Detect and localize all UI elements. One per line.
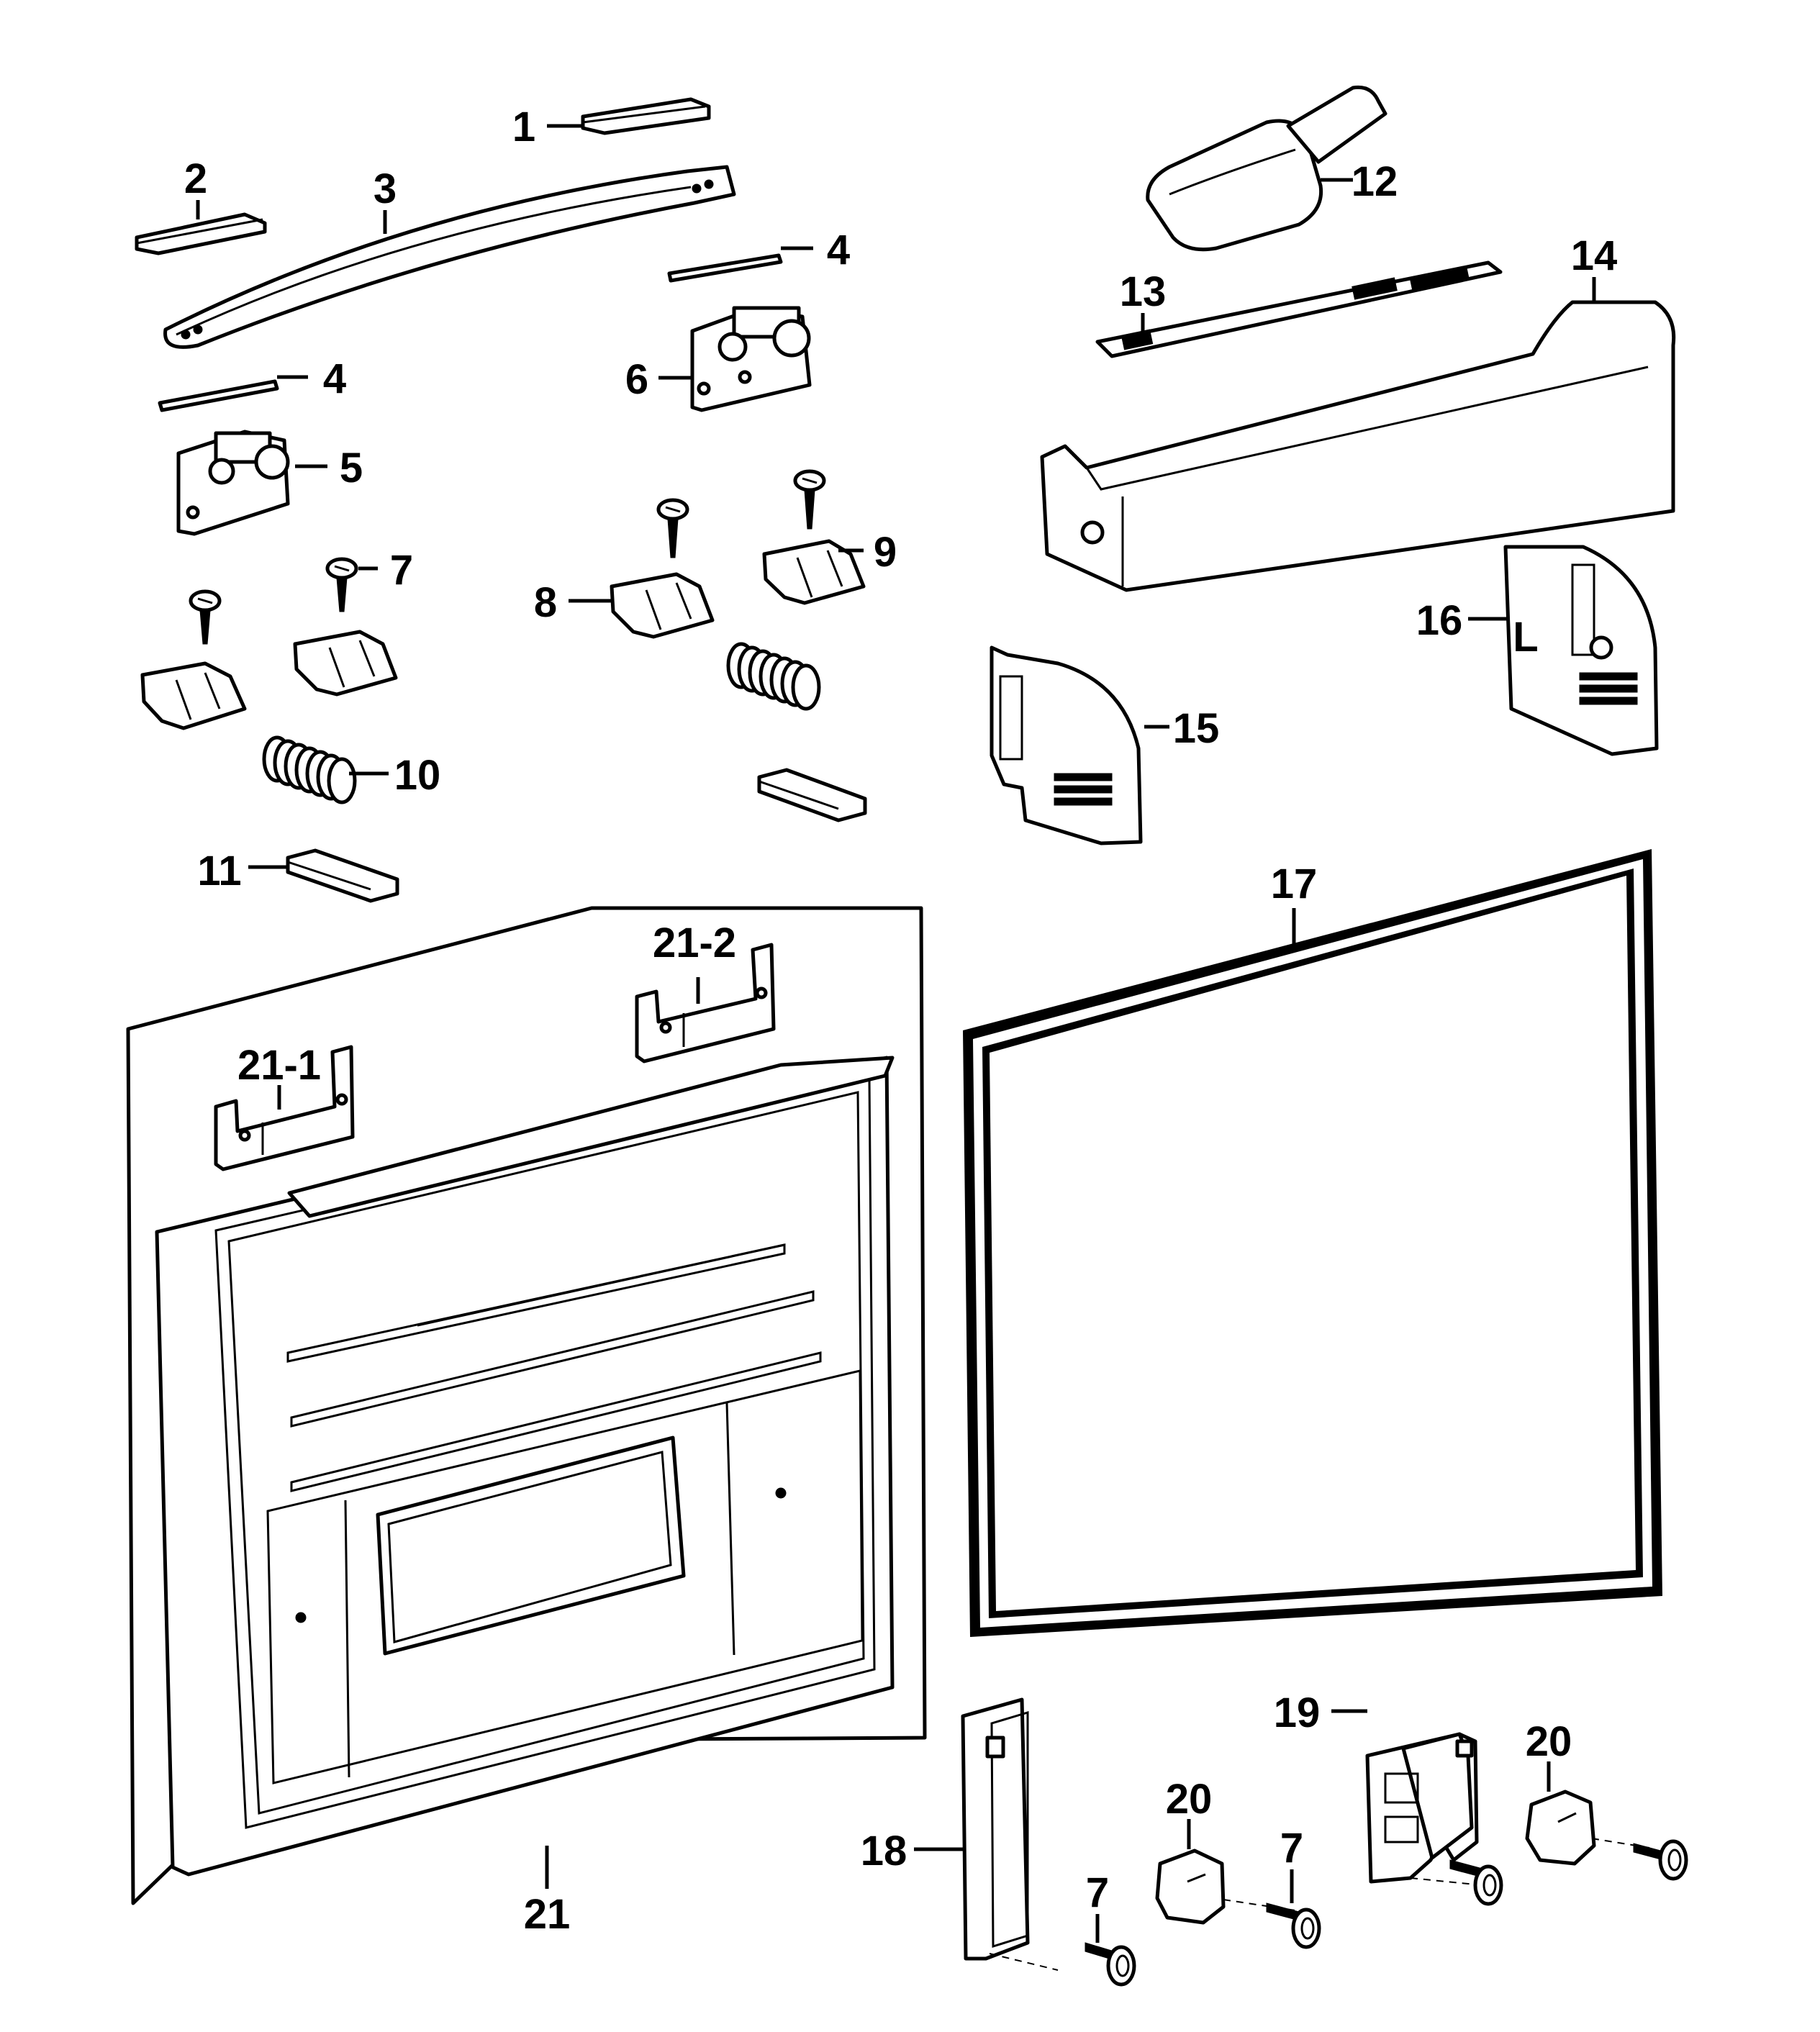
callout-7-lower-left: 7 — [1086, 1869, 1109, 1916]
letter-l-marking: L — [1513, 614, 1538, 661]
part-3-handle — [163, 165, 736, 349]
spring-icon — [726, 642, 821, 711]
callout-18: 18 — [861, 1828, 907, 1874]
callout-17: 17 — [1271, 861, 1318, 907]
bracket-left-upper — [293, 630, 398, 697]
callout-12: 12 — [1352, 158, 1398, 205]
pad-icon — [757, 768, 867, 822]
callout-16: 16 — [1416, 597, 1463, 644]
part-10-spring — [262, 735, 357, 804]
callout-7-lower-right: 7 — [1280, 1825, 1303, 1872]
screw-icon — [1633, 1839, 1688, 1881]
part-5-hinge — [176, 430, 290, 536]
callout-21-1: 21-1 — [237, 1042, 321, 1089]
part-11-pad — [286, 848, 399, 903]
part-15-cap — [990, 645, 1143, 845]
callout-20-left: 20 — [1166, 1776, 1213, 1823]
screw-icon — [793, 469, 826, 530]
callout-15: 15 — [1173, 705, 1220, 752]
part-17-door-gasket — [963, 849, 1662, 1637]
part-13-cover — [1095, 260, 1503, 358]
callout-10: 10 — [394, 752, 441, 799]
callout-7-upper: 7 — [390, 547, 413, 594]
callout-3: 3 — [373, 165, 397, 212]
part-18-hinge-plate — [961, 1697, 1059, 1971]
part-19-hinge-plate — [1365, 1732, 1483, 1886]
screw-icon — [325, 557, 358, 612]
callout-4-upper: 4 — [827, 227, 850, 273]
callout-6: 6 — [625, 356, 648, 403]
callout-5: 5 — [340, 445, 363, 491]
screw-icon — [1085, 1942, 1136, 1987]
callout-21-2: 21-2 — [653, 920, 736, 966]
part-9-bracket — [762, 539, 866, 605]
callout-1: 1 — [512, 104, 535, 150]
part-4-rod-lower — [158, 379, 279, 412]
part-8-bracket — [610, 572, 715, 639]
callout-21: 21 — [524, 1891, 571, 1938]
vent-grille — [1054, 773, 1113, 806]
callout-13: 13 — [1120, 268, 1167, 315]
callout-8: 8 — [534, 579, 557, 626]
callout-9: 9 — [874, 529, 897, 576]
screw-icon — [656, 498, 689, 558]
callout-14: 14 — [1571, 232, 1618, 279]
screw-icon — [189, 589, 222, 645]
callout-4-lower: 4 — [323, 355, 346, 402]
part-16-cap-left: L — [1503, 545, 1659, 756]
part-21-1-bracket — [214, 1045, 355, 1171]
part-20-cam-right — [1525, 1790, 1650, 1866]
part-14-door-bin — [1040, 300, 1676, 592]
bracket-left-lower — [140, 661, 247, 730]
callout-2: 2 — [184, 155, 207, 202]
callout-11: 11 — [197, 848, 241, 894]
part-21-door-assembly — [155, 1056, 895, 1877]
screw-icon — [1449, 1859, 1503, 1906]
part-4-rod-upper — [667, 253, 783, 283]
part-12-ice-scoop — [1146, 85, 1387, 252]
part-2-cap — [135, 212, 267, 255]
part-1-cap — [581, 97, 711, 135]
vent-grille — [1579, 672, 1638, 705]
part-20-cam-left — [1155, 1849, 1296, 1925]
part-6-hinge — [690, 306, 812, 412]
callout-20-right: 20 — [1526, 1718, 1572, 1765]
callout-19: 19 — [1274, 1689, 1321, 1736]
part-21-2-bracket — [635, 943, 776, 1063]
screw-icon — [1266, 1902, 1321, 1949]
